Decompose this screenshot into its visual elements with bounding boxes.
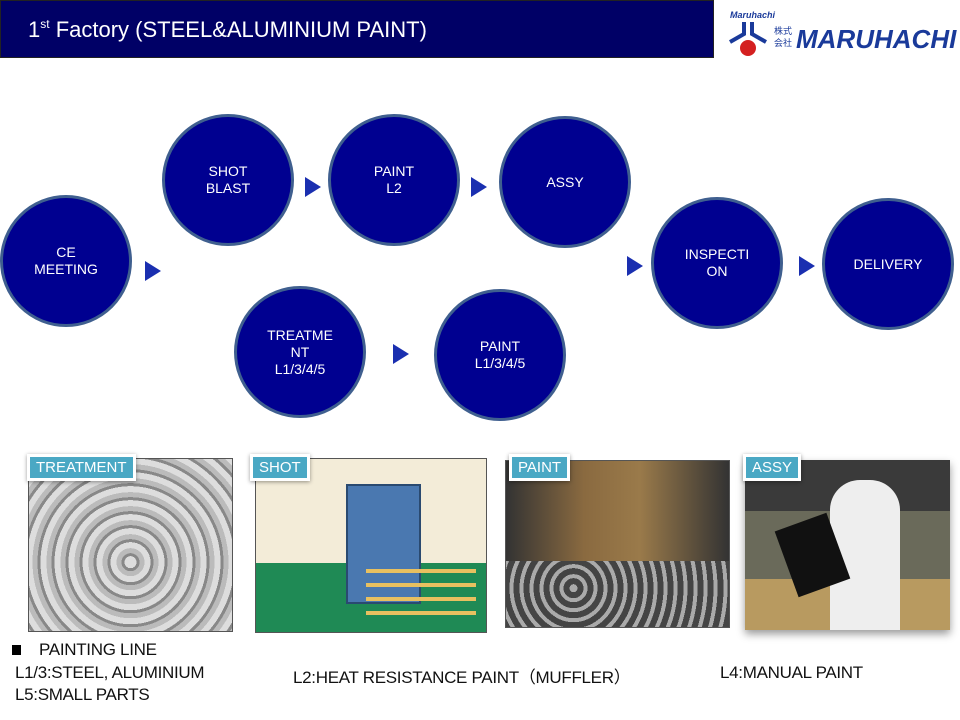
shot-photo <box>255 458 487 633</box>
arrow-icon <box>799 256 815 276</box>
maruhachi-logo: Maruhachi 株式 会社 MARUHACHI <box>722 4 958 60</box>
paint-photo <box>505 460 730 628</box>
bullet-square-icon <box>12 645 21 655</box>
photo-tag-assy: ASSY <box>743 454 802 481</box>
note-l4: L4:MANUAL PAINT <box>720 663 863 682</box>
title-bar: 1st Factory (STEEL&ALUMINIUM PAINT) <box>0 0 714 58</box>
assy-photo <box>745 460 950 630</box>
flow-step-inspection: INSPECTI ON <box>651 197 783 329</box>
svg-text:会社: 会社 <box>774 37 792 49</box>
photo-tag-treatment: TREATMENT <box>27 454 136 481</box>
flow-step-assy: ASSY <box>499 116 631 248</box>
note-l2: L2:HEAT RESISTANCE PAINT（MUFFLER） <box>293 668 631 687</box>
treatment-photo <box>28 458 233 632</box>
flow-step-treatment: TREATME NT L1/3/4/5 <box>234 286 366 418</box>
svg-text:株式: 株式 <box>774 25 792 37</box>
note-l5: L5:SMALL PARTS <box>15 685 150 704</box>
svg-text:Maruhachi: Maruhachi <box>730 10 776 20</box>
flow-step-ce-meeting: CE MEETING <box>0 195 132 327</box>
arrow-icon <box>627 256 643 276</box>
page-title: 1st Factory (STEEL&ALUMINIUM PAINT) <box>28 17 427 42</box>
flow-step-paint-l2: PAINT L2 <box>328 114 460 246</box>
painting-line-heading: PAINTING LINE <box>12 640 157 660</box>
arrow-icon <box>305 177 321 197</box>
svg-text:MARUHACHI: MARUHACHI <box>796 24 957 54</box>
arrow-icon <box>393 344 409 364</box>
flow-step-delivery: DELIVERY <box>822 198 954 330</box>
arrow-icon <box>471 177 487 197</box>
flow-step-paint-l1345: PAINT L1/3/4/5 <box>434 289 566 421</box>
flow-step-shot-blast: SHOT BLAST <box>162 114 294 246</box>
note-l13: L1/3:STEEL, ALUMINIUM <box>15 663 205 682</box>
photo-tag-paint: PAINT <box>509 454 571 481</box>
photo-tag-shot: SHOT <box>250 454 310 481</box>
arrow-icon <box>145 261 161 281</box>
